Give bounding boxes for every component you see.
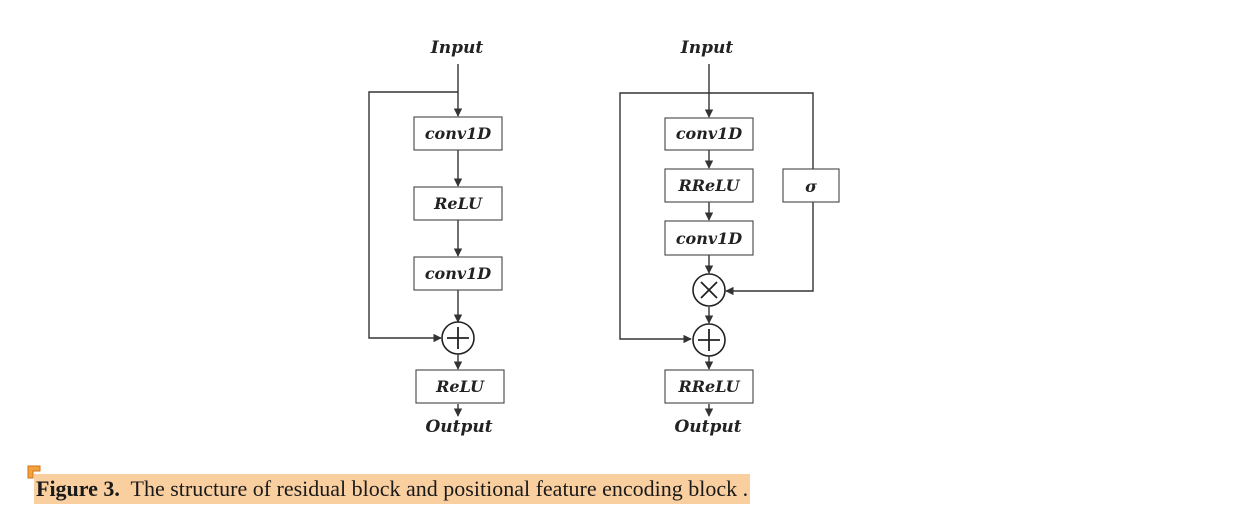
encoding-block-output-label: Output xyxy=(674,417,741,437)
residual-block: Input conv1D ReLU conv1D ReLU Output xyxy=(368,38,505,437)
encoding-rrelu-label-2: RReLU xyxy=(677,377,740,396)
residual-relu-label-1: ReLU xyxy=(433,194,483,213)
residual-relu-box-1 xyxy=(413,186,503,221)
encoding-block-input-label: Input xyxy=(680,38,734,58)
encoding-sigma-label: σ xyxy=(805,177,817,196)
encoding-gate-branch-top xyxy=(709,92,814,169)
encoding-rrelu-box-1 xyxy=(664,168,754,203)
residual-relu-box-2 xyxy=(415,369,505,404)
residual-block-input-label: Input xyxy=(430,38,484,58)
residual-add-operator xyxy=(441,321,475,355)
residual-conv1d-box-2 xyxy=(413,256,503,291)
figure-caption-label: Figure 3. xyxy=(36,476,120,501)
encoding-conv1d-label-2: conv1D xyxy=(676,229,742,248)
comment-flag-icon[interactable] xyxy=(27,465,41,479)
residual-skip-connection xyxy=(368,91,458,343)
residual-conv1d-label-1: conv1D xyxy=(425,124,491,143)
figure-caption-text: The structure of residual block and posi… xyxy=(130,476,749,501)
positional-encoding-block: Input conv1D RReLU conv1D σ xyxy=(619,38,840,437)
residual-relu-label-2: ReLU xyxy=(435,377,485,396)
encoding-gate-branch-bottom xyxy=(725,202,814,296)
encoding-rrelu-label-1: RReLU xyxy=(677,176,740,195)
encoding-conv1d-box-2 xyxy=(664,220,754,256)
residual-conv1d-box-1 xyxy=(413,116,503,151)
encoding-conv1d-label-1: conv1D xyxy=(676,124,742,143)
encoding-conv1d-box-1 xyxy=(664,117,754,151)
figure-caption: Figure 3. The structure of residual bloc… xyxy=(34,474,751,504)
residual-block-output-label: Output xyxy=(425,417,492,437)
encoding-rrelu-box-2 xyxy=(664,369,754,404)
residual-conv1d-label-2: conv1D xyxy=(425,264,491,283)
encoding-sigma-box xyxy=(782,168,840,203)
encoding-skip-connection xyxy=(619,92,709,344)
encoding-multiply-operator xyxy=(692,273,726,307)
encoding-add-operator xyxy=(692,323,726,357)
